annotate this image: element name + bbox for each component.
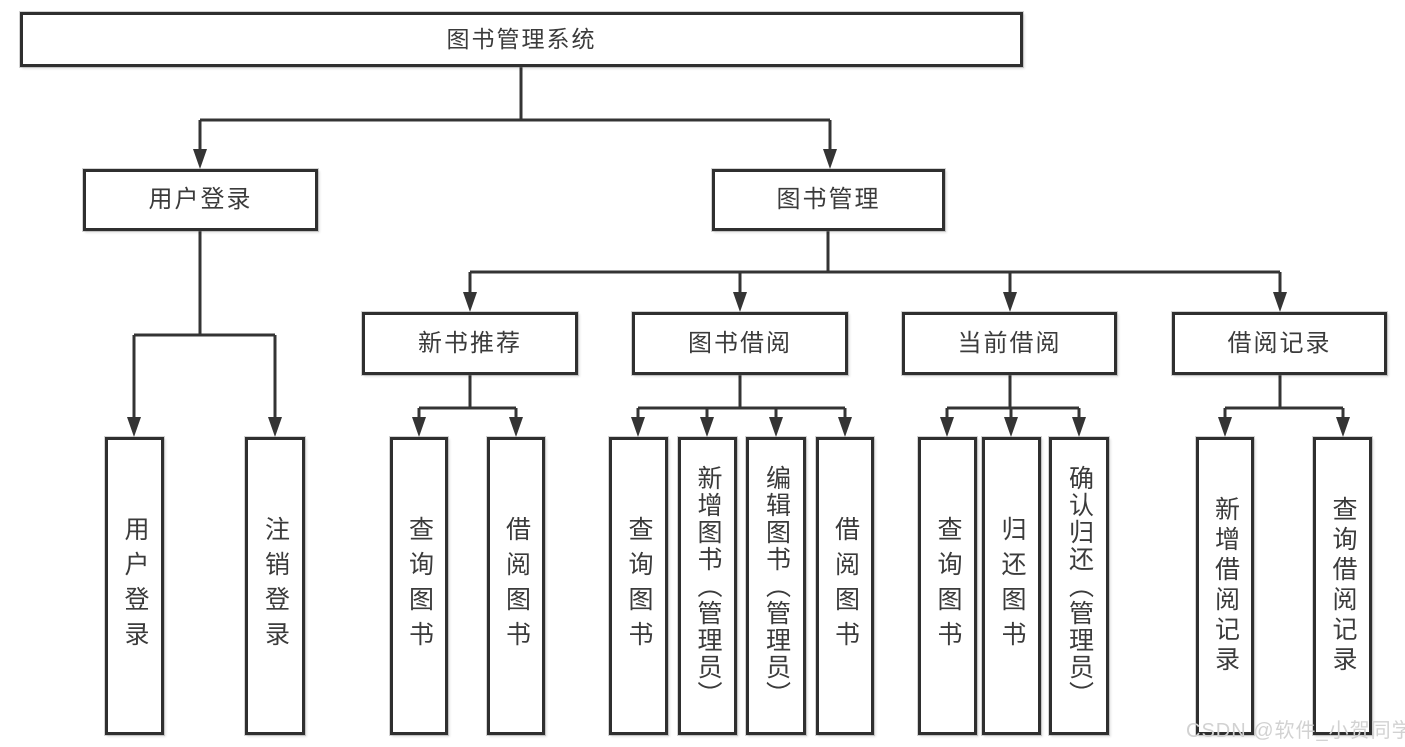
- node-label: 借阅记录: [1227, 329, 1332, 357]
- node-label: 图书借阅: [688, 329, 792, 357]
- node-new-book-recommend: 新书推荐: [362, 312, 578, 375]
- node-query-books-recommend: 查询图书: [390, 437, 448, 735]
- node-query-books-current: 查询图书: [918, 437, 977, 735]
- node-confirm-return-admin: 确认归还（管理员）: [1049, 437, 1109, 735]
- node-label: 图书管理系统: [446, 26, 597, 52]
- node-label: 确认归还（管理员）: [1065, 464, 1094, 708]
- watermark: CSDN @软件_小贺同学: [1186, 720, 1405, 742]
- node-label: 注销登录: [261, 516, 290, 656]
- node-add-book-admin: 新增图书（管理员）: [678, 437, 737, 735]
- node-user-login-leaf: 用户登录: [105, 437, 164, 735]
- node-label: 归还图书: [998, 516, 1026, 656]
- node-borrow-records: 借阅记录: [1172, 312, 1387, 375]
- node-label: 查询图书: [934, 516, 962, 656]
- node-label: 查询借阅记录: [1329, 496, 1357, 676]
- node-label: 借阅图书: [502, 516, 531, 656]
- node-query-books-borrow: 查询图书: [609, 437, 668, 735]
- node-label: 用户登录: [121, 516, 149, 656]
- node-label: 编辑图书（管理员）: [762, 464, 791, 708]
- node-label: 新增图书（管理员）: [694, 464, 722, 708]
- node-label: 借阅图书: [831, 516, 860, 656]
- node-label: 查询图书: [405, 516, 434, 656]
- node-library-management-system: 图书管理系统: [20, 12, 1023, 67]
- node-label: 当前借阅: [957, 329, 1062, 357]
- node-label: 用户登录: [148, 186, 253, 213]
- node-borrow-books-recommend: 借阅图书: [487, 437, 545, 735]
- node-query-borrow-record: 查询借阅记录: [1313, 437, 1372, 735]
- node-label: 新书推荐: [418, 329, 522, 357]
- node-label: 新增借阅记录: [1211, 496, 1240, 676]
- node-borrow-books-borrow: 借阅图书: [816, 437, 874, 735]
- node-return-book: 归还图书: [982, 437, 1041, 735]
- node-current-borrow: 当前借阅: [902, 312, 1117, 375]
- node-edit-book-admin: 编辑图书（管理员）: [746, 437, 806, 735]
- node-book-management: 图书管理: [712, 169, 945, 231]
- node-label: 查询图书: [625, 516, 653, 656]
- node-logout: 注销登录: [245, 437, 305, 735]
- node-label: 图书管理: [776, 186, 881, 213]
- node-user-login: 用户登录: [83, 169, 318, 231]
- node-book-borrow: 图书借阅: [632, 312, 848, 375]
- node-add-borrow-record: 新增借阅记录: [1196, 437, 1254, 735]
